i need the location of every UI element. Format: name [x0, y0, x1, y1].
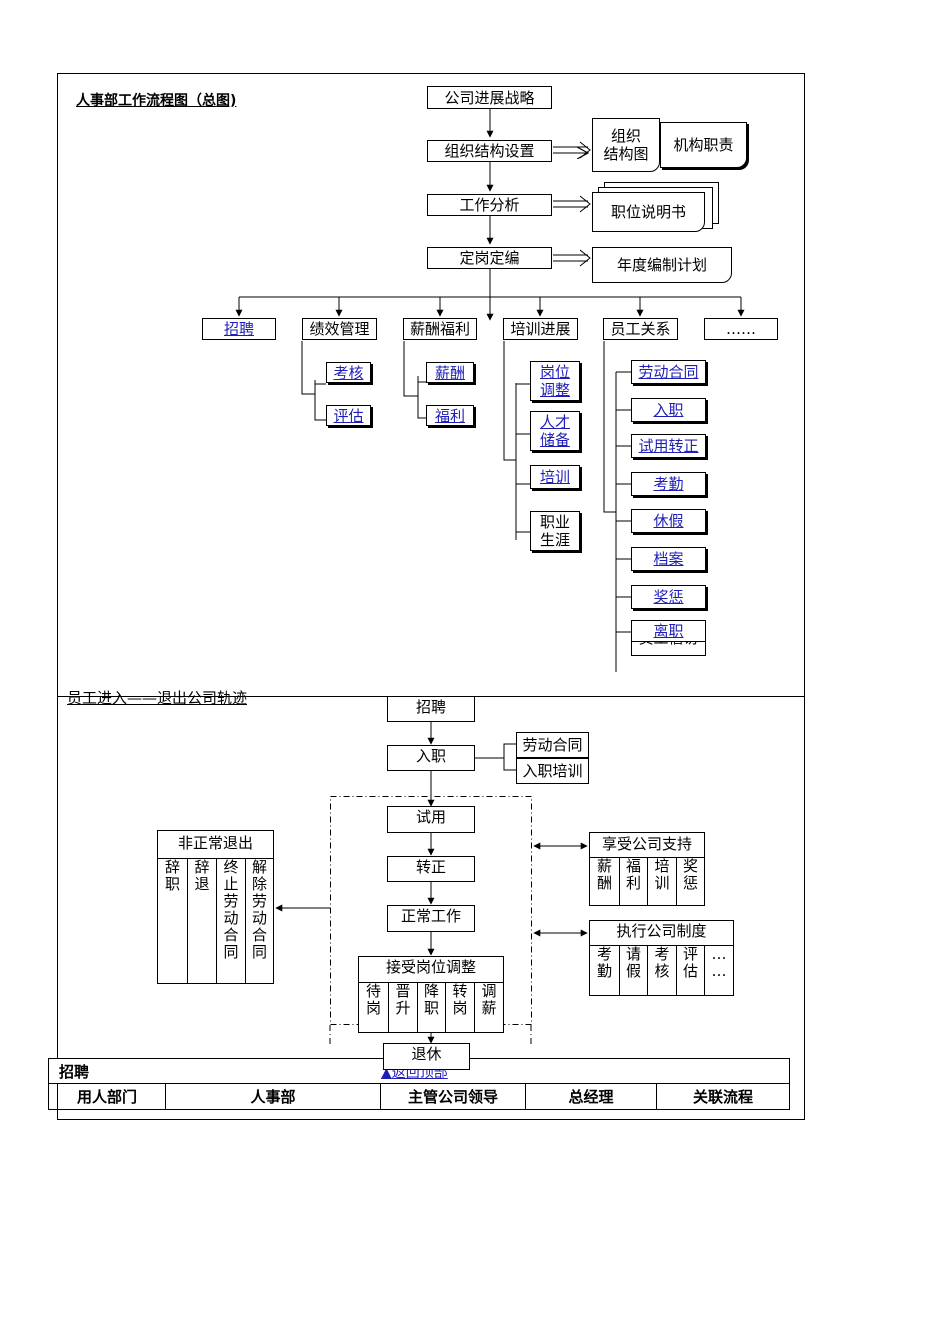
life-step-regular: 转正: [387, 856, 475, 882]
abnormal-exit-title: 非正常退出: [158, 831, 273, 859]
abnormal-exit-cell: 辞 职: [164, 858, 180, 893]
adjust-cell: 转 岗: [445, 983, 474, 1032]
life-step-normal-work: 正常工作: [387, 905, 475, 932]
employee-item-reward[interactable]: 奖惩: [631, 585, 706, 609]
support-cell: 福 利: [619, 858, 647, 905]
header-cell-related: 关联流程: [656, 1083, 790, 1110]
employee-item-reward-link[interactable]: 奖惩: [653, 588, 684, 606]
policy-cell: 请 假: [619, 946, 647, 995]
adjust-table: 接受岗位调整 待 岗 晋 升 降 职 转 岗 调 薪: [358, 956, 504, 1033]
training-item-training-link[interactable]: 培训: [539, 468, 570, 486]
employee-item-leave-link[interactable]: 休假: [653, 512, 684, 530]
adjust-title: 接受岗位调整: [359, 957, 503, 983]
onboard-contract: 劳动合同: [516, 732, 589, 758]
branch-training: 培训进展: [503, 318, 578, 340]
abnormal-exit-cell: 辞 退: [187, 859, 216, 983]
support-table: 享受公司支持 薪 酬 福 利 培 训 奖 惩: [589, 832, 705, 906]
policy-cell: 考 核: [647, 946, 676, 995]
lifecycle-title: 员工进入——退出公司轨迹: [67, 689, 248, 707]
adjust-cell: 降 职: [417, 983, 445, 1032]
life-step-recruit: 招聘: [387, 696, 475, 722]
adjust-cell: 晋 升: [388, 983, 417, 1032]
employee-item-probation[interactable]: 试用转正: [631, 434, 706, 458]
abnormal-exit-table: 非正常退出 辞 职 辞 退 终 止 劳 动 合 同 解 除 劳 动 合 同: [157, 830, 274, 984]
employee-item-archive-link[interactable]: 档案: [653, 550, 684, 568]
employee-item-probation-link[interactable]: 试用转正: [638, 437, 699, 455]
perf-item-assessment-link[interactable]: 考核: [333, 363, 364, 382]
training-item-talent-reserve-link[interactable]: 人才 储备: [539, 413, 570, 449]
life-step-onboard: 入职: [387, 745, 475, 771]
employee-item-onboard-link[interactable]: 入职: [653, 401, 684, 419]
doc-org-chart: 组织 结构图: [592, 118, 660, 172]
adjust-cell: 调 薪: [474, 983, 503, 1032]
onboard-training: 入职培训: [516, 758, 589, 784]
policy-cell: 评 估: [676, 946, 704, 995]
employee-item-resign-link[interactable]: 离职: [653, 622, 684, 640]
salary-item-pay-link[interactable]: 薪酬: [434, 363, 465, 382]
salary-item-welfare[interactable]: 福利: [426, 405, 474, 426]
section-divider-band: [57, 672, 805, 696]
perf-item-assessment[interactable]: 考核: [326, 362, 371, 383]
doc-annual-plan: 年度编制计划: [592, 247, 732, 283]
main-flow-step-structure: 组织结构设置: [427, 140, 552, 162]
adjust-cell: 待 岗: [365, 982, 381, 1017]
policy-cell: 考 勤: [596, 945, 612, 980]
employee-item-attendance[interactable]: 考勤: [631, 472, 706, 496]
employee-item-petition-text: 员工信访: [632, 637, 705, 647]
employee-item-contract-link[interactable]: 劳动合同: [638, 363, 699, 381]
branch-employee-relations: 员工关系: [603, 318, 678, 340]
salary-item-pay[interactable]: 薪酬: [426, 362, 474, 383]
life-step-probation: 试用: [387, 806, 475, 833]
header-cell-dept: 用人部门: [48, 1083, 166, 1110]
training-item-job-adjust-link[interactable]: 岗位 调整: [539, 363, 570, 399]
policy-title: 执行公司制度: [590, 921, 733, 946]
org-flow-title: 人事部工作流程图（总图): [76, 93, 237, 109]
branch-performance: 绩效管理: [302, 318, 377, 340]
branch-recruit-link[interactable]: 招聘: [223, 320, 254, 338]
support-cell: 培 训: [647, 858, 676, 905]
header-cell-hr: 人事部: [165, 1083, 381, 1110]
branch-more: ……: [704, 318, 778, 340]
employee-item-resign[interactable]: 离职: [631, 620, 706, 642]
employee-item-leave[interactable]: 休假: [631, 509, 706, 533]
header-cell-leader: 主管公司领导: [380, 1083, 526, 1110]
recruit-header-table: 用人部门 人事部 主管公司领导 总经理 关联流程: [48, 1083, 790, 1110]
life-step-retire: 退休: [383, 1043, 470, 1070]
abnormal-exit-cell: 终 止 劳 动 合 同: [216, 859, 245, 983]
branch-salary: 薪酬福利: [403, 318, 477, 340]
training-item-talent-reserve[interactable]: 人才 储备: [530, 411, 580, 451]
training-item-job-adjust[interactable]: 岗位 调整: [530, 361, 580, 401]
main-flow-step-staffing: 定岗定编: [427, 247, 552, 269]
header-cell-gm: 总经理: [525, 1083, 657, 1110]
policy-table: 执行公司制度 考 勤 请 假 考 核 评 估 … …: [589, 920, 734, 996]
salary-item-welfare-link[interactable]: 福利: [434, 406, 465, 425]
support-cell: 薪 酬: [596, 857, 612, 892]
abnormal-exit-cell: 解 除 劳 动 合 同: [245, 859, 273, 983]
main-flow-step-job-analysis: 工作分析: [427, 194, 552, 216]
policy-cell: … …: [704, 946, 733, 995]
employee-item-contract[interactable]: 劳动合同: [631, 360, 706, 384]
employee-item-attendance-link[interactable]: 考勤: [653, 475, 684, 493]
doc-org-duties: 机构职责: [660, 122, 747, 168]
training-item-career: 职业 生涯: [530, 511, 580, 551]
doc-job-description: 职位说明书: [592, 192, 705, 232]
perf-item-evaluation[interactable]: 评估: [326, 405, 371, 426]
employee-item-onboard[interactable]: 入职: [631, 398, 706, 422]
training-item-training[interactable]: 培训: [530, 465, 580, 489]
support-cell: 奖 惩: [676, 858, 704, 905]
branch-recruit[interactable]: 招聘: [202, 318, 276, 340]
employee-item-archive[interactable]: 档案: [631, 547, 706, 571]
recruit-section-title: 招聘: [59, 1063, 90, 1081]
support-title: 享受公司支持: [590, 833, 704, 858]
main-flow-step-strategy: 公司进展战略: [427, 86, 552, 109]
perf-item-evaluation-link[interactable]: 评估: [333, 406, 364, 425]
